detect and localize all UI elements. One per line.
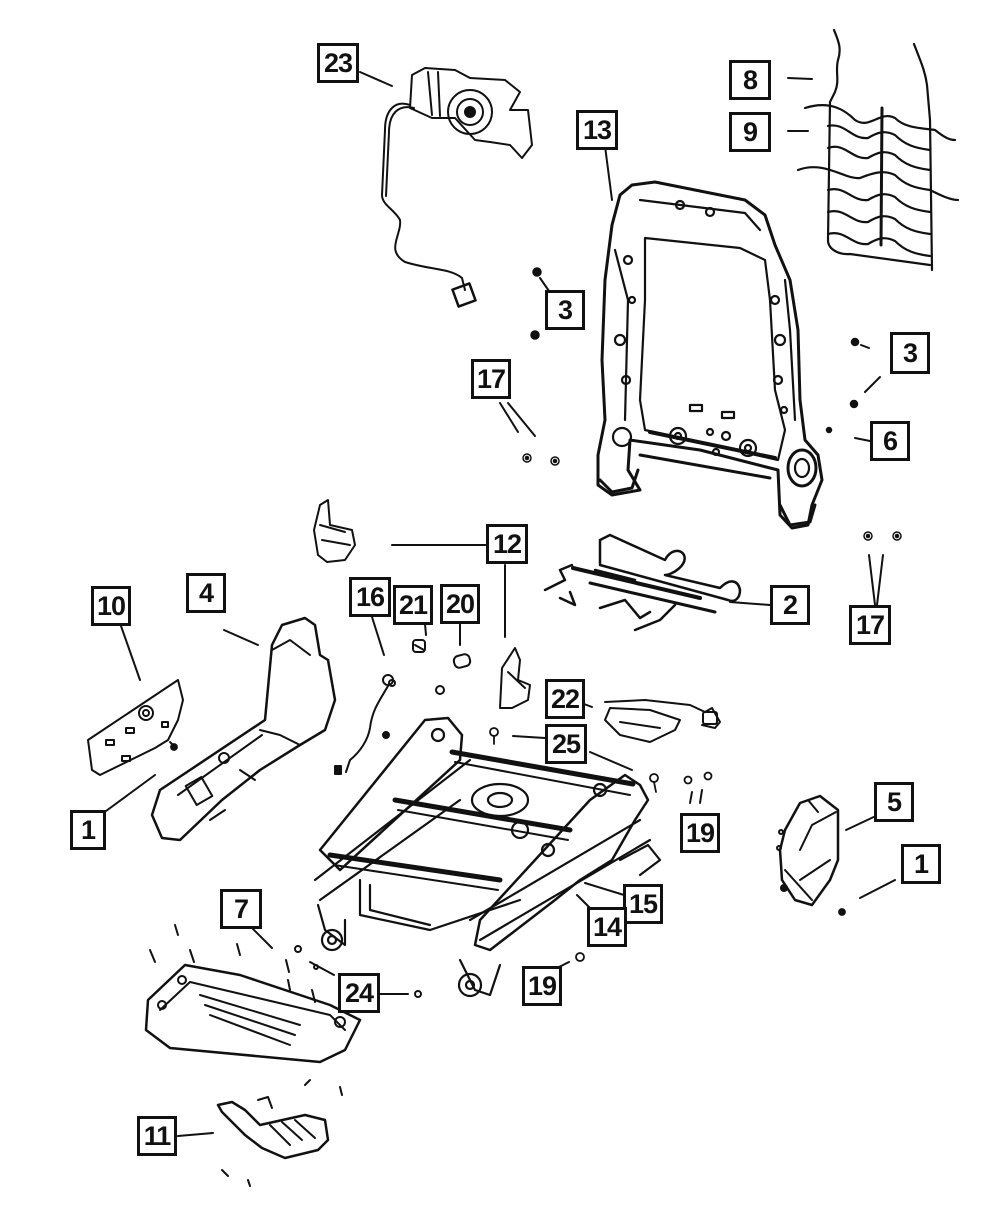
callout-6: 6: [870, 421, 910, 461]
callout-17-upper: 17: [471, 359, 511, 399]
callout-4: 4: [186, 573, 226, 613]
callout-3-left: 3: [545, 290, 585, 330]
airbag-module-part: [381, 67, 533, 308]
trim-panel-part: [87, 679, 184, 776]
inboard-shield-part: [776, 794, 840, 907]
callout-10: 10: [91, 586, 131, 626]
callout-23: 23: [317, 43, 359, 83]
riser-base-part: [144, 924, 422, 1064]
outboard-shield-part: [150, 616, 337, 842]
callout-3-right: 3: [890, 332, 930, 374]
callout-1-right: 1: [901, 844, 941, 884]
callout-16: 16: [349, 577, 391, 617]
callout-14: 14: [587, 907, 627, 947]
fastener-set: [522, 267, 902, 541]
callout-24: 24: [338, 973, 380, 1013]
seatback-suspension-part: [796, 28, 960, 272]
seatback-frame-part: [596, 180, 824, 530]
callout-20: 20: [440, 584, 480, 624]
harness-switch-knob-parts: [334, 639, 472, 775]
callout-11: 11: [137, 1116, 177, 1156]
callout-12: 12: [486, 524, 528, 564]
seat-adjuster-part: [313, 716, 662, 998]
callout-1-left: 1: [70, 810, 106, 850]
cushion-wire-part: [543, 533, 742, 632]
screw-set: [170, 727, 846, 962]
callout-8: 8: [729, 60, 771, 100]
callout-13: 13: [576, 110, 618, 150]
callout-7: 7: [220, 889, 262, 929]
callout-25: 25: [545, 724, 587, 764]
callout-22: 22: [545, 679, 585, 719]
riser-bracket-part: [216, 1079, 343, 1187]
motor-module-part: [604, 699, 721, 743]
bracket-part: [313, 499, 531, 709]
callout-17-lower: 17: [849, 605, 891, 645]
callout-9: 9: [729, 112, 771, 152]
callout-19-upper: 19: [680, 813, 720, 853]
callout-19-lower: 19: [522, 966, 562, 1006]
callout-21: 21: [393, 585, 433, 625]
callout-15: 15: [623, 884, 663, 924]
callout-2: 2: [770, 585, 810, 625]
callout-5: 5: [874, 782, 914, 822]
